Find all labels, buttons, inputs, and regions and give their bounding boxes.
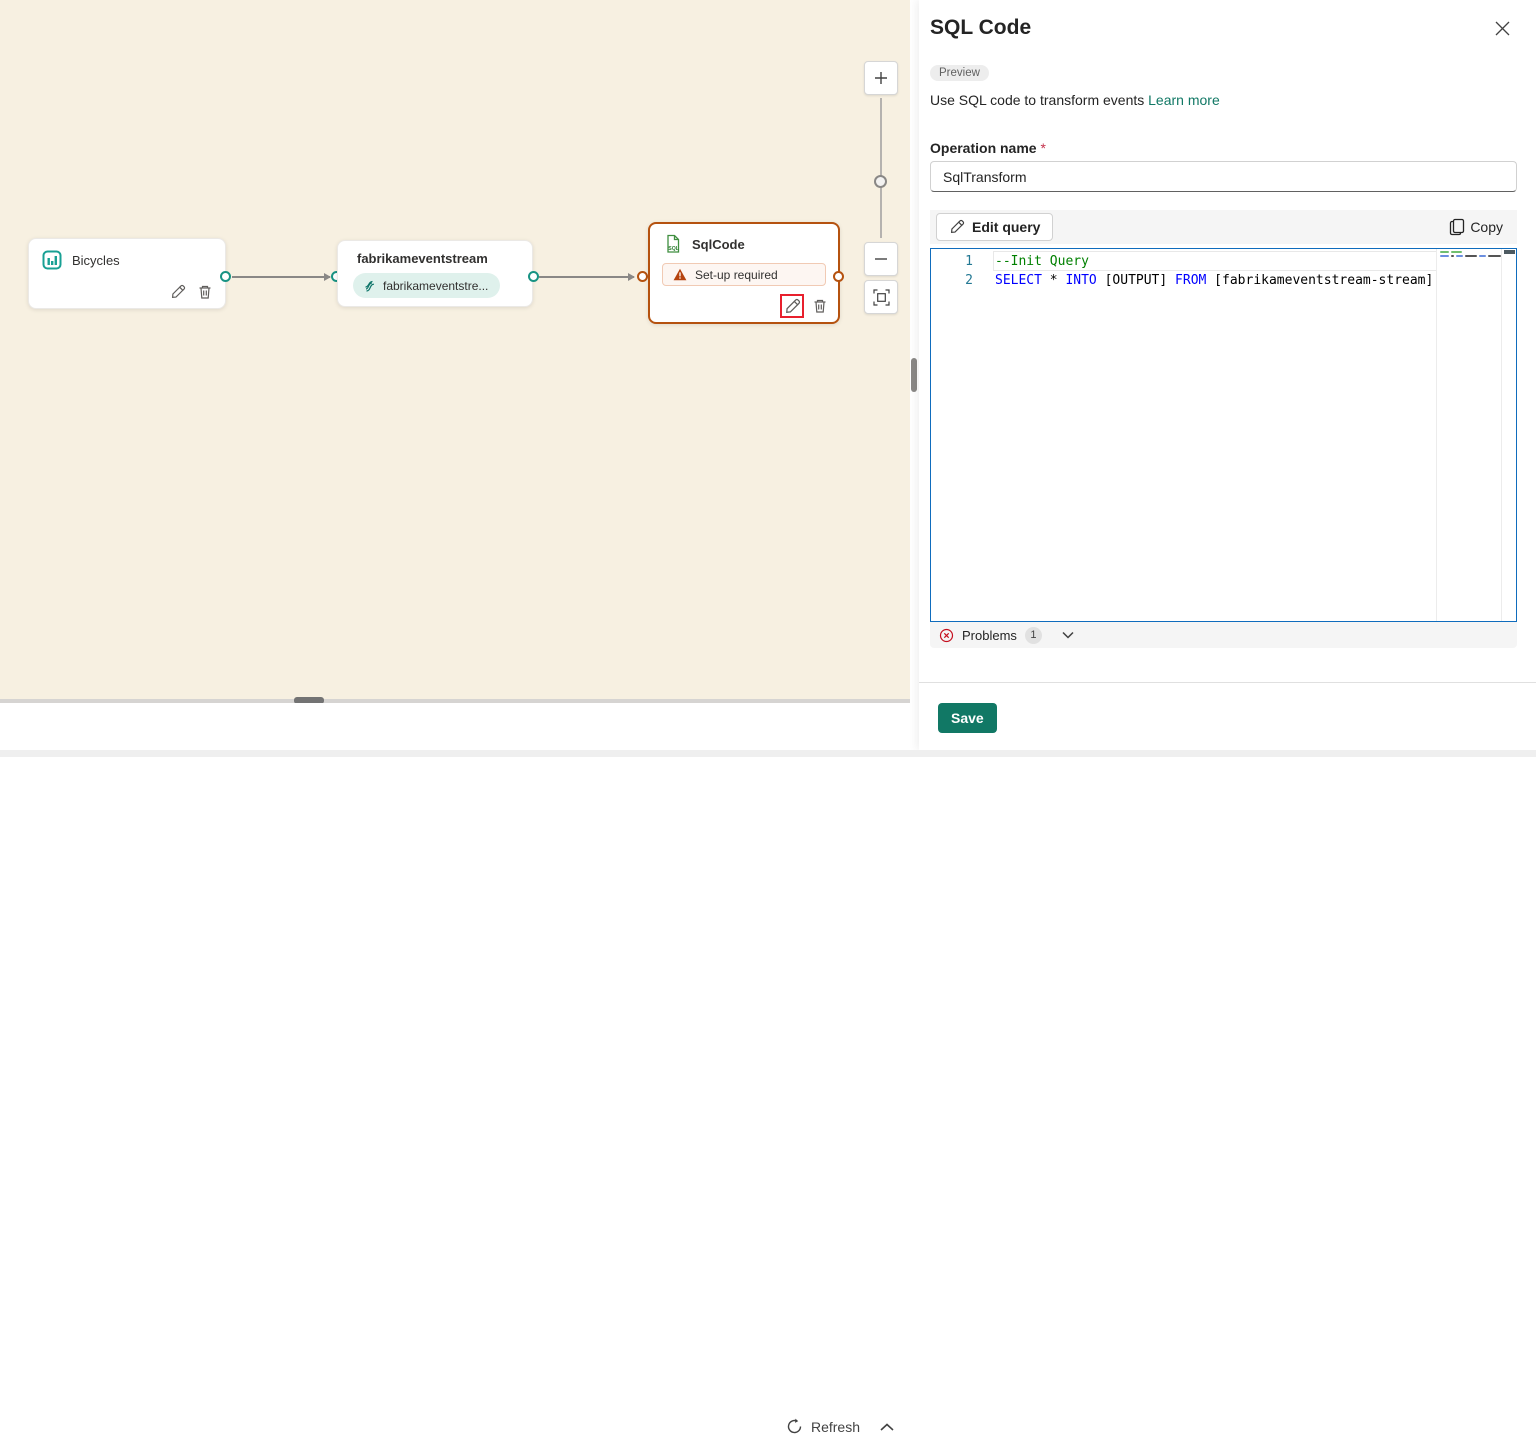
line-number: 1 [965, 254, 973, 269]
code-token: --Init Query [995, 254, 1089, 269]
refresh-label: Refresh [810, 1418, 860, 1435]
code-token: [OUTPUT] [1096, 273, 1176, 288]
edit-icon [949, 219, 965, 235]
warning-icon [673, 268, 687, 282]
code-token: INTO [1065, 273, 1097, 288]
required-asterisk: * [1040, 140, 1046, 156]
node-eventstream[interactable]: fabrikameventstream fabrikameventstre... [337, 240, 533, 307]
stream-icon [362, 278, 377, 293]
node-bicycles-title: Bicycles [72, 252, 120, 268]
eventstream-pill-label: fabrikameventstre... [383, 278, 489, 293]
learn-more-link[interactable]: Learn more [1148, 92, 1220, 108]
edit-icon[interactable] [784, 298, 801, 315]
refresh-button[interactable]: Refresh [786, 1418, 860, 1435]
port-bicycles-out[interactable] [220, 271, 231, 282]
editor-toolbar: Edit query Copy [930, 210, 1517, 244]
port-sqlcode-out[interactable] [833, 271, 844, 282]
refresh-icon [786, 1418, 803, 1435]
close-icon[interactable] [1490, 16, 1514, 40]
port-eventstream-out[interactable] [528, 271, 539, 282]
code-token: * [1041, 273, 1066, 288]
canvas-hscrollbar[interactable] [0, 699, 910, 703]
edge-arrowhead [324, 273, 331, 281]
port-sqlcode-in[interactable] [637, 271, 648, 282]
editor-overview-ruler[interactable] [1503, 249, 1516, 621]
zoom-in-button[interactable] [864, 61, 898, 95]
preview-badge: Preview [930, 65, 989, 81]
chevron-up-icon[interactable] [878, 1420, 896, 1439]
canvas-vscrollbar-thumb[interactable] [911, 358, 917, 392]
setup-required-label: Set-up required [695, 267, 778, 282]
line-number: 2 [965, 273, 973, 288]
delete-icon[interactable] [195, 282, 215, 302]
zoom-out-button[interactable] [864, 242, 898, 276]
edit-icon[interactable] [168, 282, 188, 302]
eventstream-pill[interactable]: fabrikameventstre... [353, 273, 501, 298]
svg-text:SQL: SQL [668, 246, 679, 252]
sql-file-icon: SQL [663, 234, 683, 254]
setup-required-banner: Set-up required [662, 263, 826, 286]
panel-description: Use SQL code to transform events Learn m… [930, 92, 1220, 108]
editor-minimap[interactable] [1436, 249, 1502, 621]
fit-to-screen-button[interactable] [864, 280, 898, 314]
edit-query-button[interactable]: Edit query [936, 213, 1054, 241]
description-text: Use SQL code to transform events [930, 92, 1149, 108]
problems-bar[interactable]: Problems 1 [930, 622, 1517, 648]
error-marker [1504, 250, 1515, 254]
zoom-slider-handle[interactable] [874, 175, 887, 188]
code-line[interactable]: 1 --Init Query [931, 252, 1436, 271]
canvas-hscrollbar-thumb[interactable] [294, 697, 324, 704]
panel-title: SQL Code [930, 16, 1032, 39]
code-token: [fabrikameventstream-stream] [1206, 273, 1434, 288]
edge-arrowhead [628, 273, 635, 281]
problems-count-badge: 1 [1024, 626, 1042, 644]
eventstream-canvas[interactable]: Bicycles fabrikameventstream fabrikameve… [0, 0, 910, 1435]
code-token: FROM [1175, 273, 1207, 288]
node-bicycles[interactable]: Bicycles [28, 238, 226, 309]
operation-name-label: Operation name * [930, 140, 1046, 156]
problems-label: Problems [962, 627, 1017, 643]
page-bottom-strip [0, 750, 1536, 757]
edit-query-label: Edit query [972, 219, 1041, 235]
annotation-highlight-box [780, 294, 804, 318]
footer-divider [919, 682, 1536, 683]
copy-button[interactable]: Copy [1448, 218, 1503, 236]
copy-icon [1448, 218, 1465, 236]
edge-bicycles-to-eventstream [232, 276, 330, 278]
node-sqlcode[interactable]: SQL SqlCode Set-up required [648, 222, 840, 324]
code-token: SELECT [995, 273, 1042, 288]
canvas-bottom-bar: Refresh [0, 703, 910, 1435]
sample-data-icon [42, 250, 62, 270]
error-icon [939, 628, 954, 643]
operation-name-input[interactable] [930, 161, 1517, 192]
delete-icon[interactable] [810, 296, 830, 316]
node-sqlcode-title: SqlCode [692, 236, 745, 252]
sql-code-panel: SQL Code Preview Use SQL code to transfo… [919, 0, 1536, 750]
save-button[interactable]: Save [938, 703, 997, 733]
edge-eventstream-to-sqlcode [539, 276, 634, 278]
sql-code-editor[interactable]: 1 --Init Query 2 SELECT * INTO [OUTPUT] … [930, 248, 1517, 622]
copy-label: Copy [1470, 219, 1503, 235]
code-line[interactable]: 2 SELECT * INTO [OUTPUT] FROM [fabrikame… [931, 271, 1436, 290]
zoom-slider[interactable] [880, 98, 882, 238]
chevron-down-icon[interactable] [1060, 629, 1076, 641]
node-eventstream-title: fabrikameventstream [357, 251, 488, 266]
